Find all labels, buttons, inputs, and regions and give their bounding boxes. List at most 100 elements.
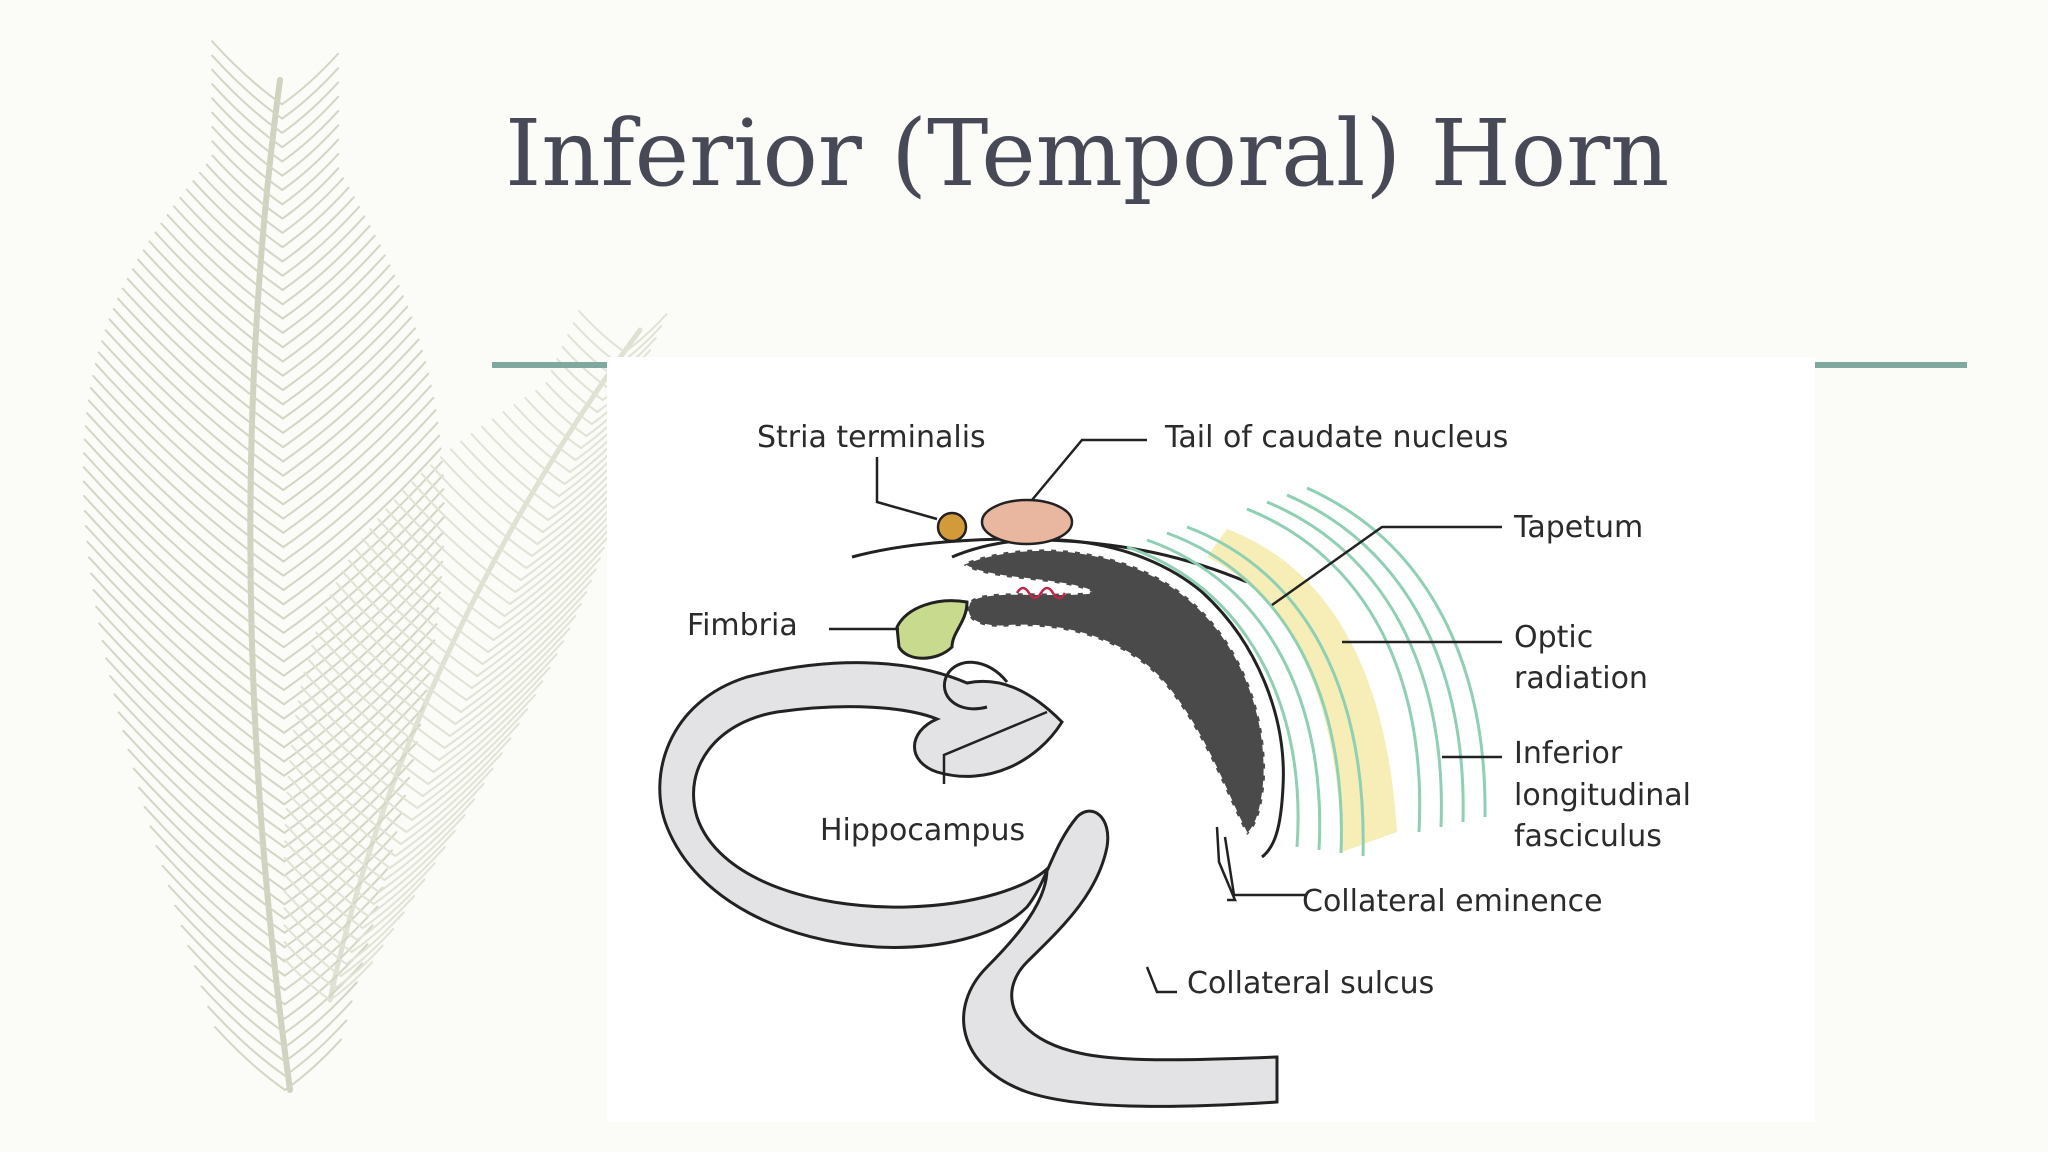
feather-barb — [410, 722, 520, 821]
diagram-svg: Stria terminalis Tail of caudate nucleus… — [658, 420, 1691, 1108]
feather-barb — [200, 985, 286, 1063]
feather-barb — [122, 729, 286, 877]
feather-barb — [623, 313, 668, 353]
feather-barb — [284, 840, 370, 917]
feather-barb — [95, 605, 286, 777]
feather-barb — [83, 452, 285, 634]
feather-barb — [561, 346, 610, 389]
feather-barb — [283, 831, 398, 934]
feather-barb — [292, 729, 408, 833]
feather-barb — [283, 1019, 348, 1077]
feather-barb — [281, 177, 345, 234]
feather-barb — [187, 944, 286, 1034]
feather-barb — [449, 627, 571, 737]
feather-barb — [411, 481, 522, 581]
feather-barb — [341, 570, 473, 689]
feather-barb — [149, 825, 286, 949]
feather-barb — [281, 95, 340, 149]
feather-barb — [281, 264, 391, 363]
feather-barb — [282, 474, 444, 620]
feather-barb — [399, 752, 503, 845]
feather-barb — [211, 111, 284, 177]
feather-barb — [300, 685, 424, 797]
feather-barb — [281, 305, 409, 420]
feather-barb — [282, 409, 437, 549]
feather-barb — [545, 382, 593, 425]
feather-barb — [283, 981, 358, 1049]
feather-barb — [361, 538, 490, 653]
feather-barb — [92, 374, 285, 549]
feather-barb — [281, 186, 350, 249]
feather-barb — [117, 711, 286, 863]
feather-barb — [324, 606, 457, 725]
feather-barb — [282, 545, 444, 691]
feather-barb — [405, 737, 512, 833]
label-inferior-2: longitudinal — [1514, 778, 1691, 813]
feather-barb — [449, 448, 544, 533]
feather-barb — [281, 215, 366, 291]
feather-barb — [335, 582, 468, 701]
feather-barb — [319, 618, 451, 737]
feather-barb — [88, 556, 285, 734]
feather-barb — [109, 675, 286, 834]
feather-barb — [84, 425, 285, 606]
feather-barb — [83, 509, 285, 691]
feather-barb — [502, 411, 571, 473]
feather-barb — [174, 904, 286, 1006]
feather-barb — [282, 338, 420, 463]
label-optic-2: radiation — [1514, 661, 1648, 696]
feather-barb — [282, 460, 443, 606]
feather-barb — [339, 928, 395, 977]
feather-barb — [113, 693, 286, 849]
feather-barb — [160, 222, 284, 334]
feather-barb — [282, 316, 413, 434]
feather-barb — [281, 284, 400, 391]
feather-barb — [281, 167, 340, 220]
feather-barb — [578, 310, 626, 353]
feather-barb — [82, 466, 285, 649]
feather-barb — [289, 760, 397, 857]
feather-barb — [393, 499, 511, 605]
feather-barb — [83, 495, 285, 677]
fimbria-shape — [895, 599, 969, 660]
feather-barb — [282, 516, 445, 663]
feather-barb — [354, 548, 484, 665]
feather-barb — [372, 829, 456, 905]
leader-lines — [829, 438, 1502, 994]
fiber-arcs — [1126, 486, 1487, 857]
feather-barb — [476, 568, 597, 677]
label-inferior-1: Inferior — [1514, 736, 1623, 771]
feather-barb — [281, 138, 340, 191]
feather-barb — [281, 110, 340, 163]
feather-barb — [193, 965, 286, 1049]
feather-barb — [282, 372, 430, 506]
feather-barb — [513, 404, 577, 461]
feather-barb — [443, 640, 565, 749]
feather-barb — [465, 591, 588, 701]
feather-barb — [282, 396, 435, 534]
feather-barb — [192, 180, 284, 263]
feather-barb — [459, 603, 582, 713]
feather-barb — [127, 748, 286, 891]
title-rule-left — [492, 362, 607, 368]
label-hippocampus: Hippocampus — [820, 813, 1025, 848]
feather-barb — [214, 1026, 286, 1091]
feather-barb — [420, 472, 528, 569]
feather-barb — [438, 653, 558, 761]
label-stria-terminalis: Stria terminalis — [757, 420, 986, 455]
feather-barb — [481, 425, 561, 497]
feather-barb — [460, 440, 550, 521]
feather-barb — [287, 775, 391, 869]
feather-barb — [487, 546, 605, 653]
label-tapetum: Tapetum — [1513, 510, 1643, 545]
label-tail-caudate: Tail of caudate nucleus — [1164, 420, 1508, 455]
feather-barb — [329, 961, 373, 1001]
feather-barb — [470, 433, 555, 509]
feather-barb — [179, 196, 284, 291]
feather-barb — [283, 723, 422, 849]
feather-barb — [282, 361, 427, 491]
feather-barb — [211, 54, 284, 120]
label-inferior-3: fasciculus — [1514, 819, 1662, 854]
feather-barb — [281, 274, 396, 377]
feather-barb — [283, 1000, 353, 1063]
